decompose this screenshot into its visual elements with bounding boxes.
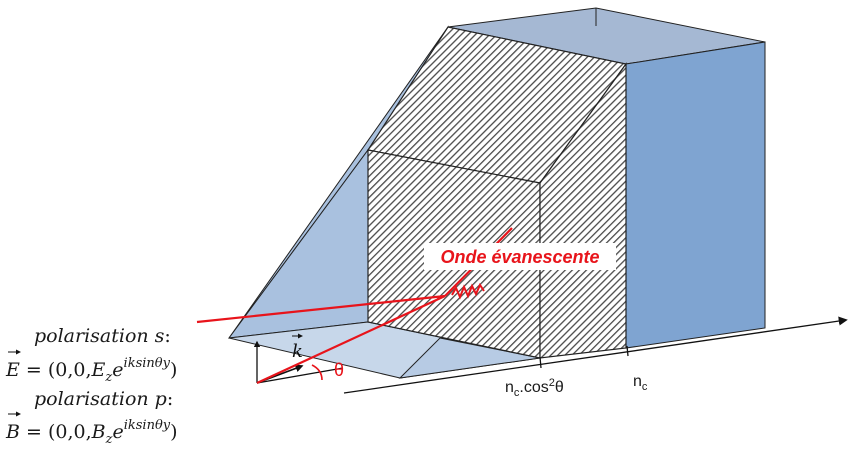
theta-label: θ <box>334 360 344 380</box>
incident-beam <box>256 295 446 384</box>
polarisation-s-block: polarisation s: E = (0,0,Ezeiksinθy) <box>5 325 177 385</box>
evanescent-wave-squiggle <box>451 282 485 300</box>
index-axis <box>343 316 848 394</box>
rear-block-side-face <box>625 41 766 349</box>
hatched-side-face <box>539 62 627 359</box>
nc-sub: c <box>642 381 648 393</box>
tick-nc <box>626 345 629 357</box>
nc-cos-label: nc.cos2θ <box>505 377 564 399</box>
polarisation-p-formula: B = (0,0,Bzeiksinθy) <box>5 418 178 447</box>
polarisation-s-formula: E = (0,0,Ezeiksinθy) <box>5 356 177 385</box>
polarisation-pointer <box>196 294 446 324</box>
nc-cos-n: n <box>505 379 514 396</box>
nc-cos-sup: 2 <box>549 377 555 389</box>
hatched-medium <box>367 26 628 359</box>
nc-cos-sub: c <box>514 387 520 399</box>
k-vector-label: k <box>292 333 303 362</box>
tick-nc-cos <box>539 356 542 369</box>
evanescent-label-background <box>424 243 616 270</box>
incidence-geometry <box>253 340 344 384</box>
polarisation-s-label: polarisation s: <box>34 325 171 347</box>
incidence-baseline <box>256 367 344 384</box>
nc-label: nc <box>633 373 648 393</box>
nc-cos-rest: .cos <box>519 379 548 396</box>
prism <box>227 25 541 379</box>
polarisation-p-block: polarisation p: B = (0,0,Bzeiksinθy) <box>5 388 178 447</box>
polarisation-p-label: polarisation p: <box>34 388 173 410</box>
theta-angle-arc <box>311 364 323 381</box>
k-vector-symbol: k <box>292 341 303 362</box>
prism-triangle-face <box>227 148 369 339</box>
nc-cos-theta: θ <box>555 379 564 396</box>
evanescent-wave-label: Onde évanescente <box>440 247 599 267</box>
nc-n: n <box>633 373 642 390</box>
